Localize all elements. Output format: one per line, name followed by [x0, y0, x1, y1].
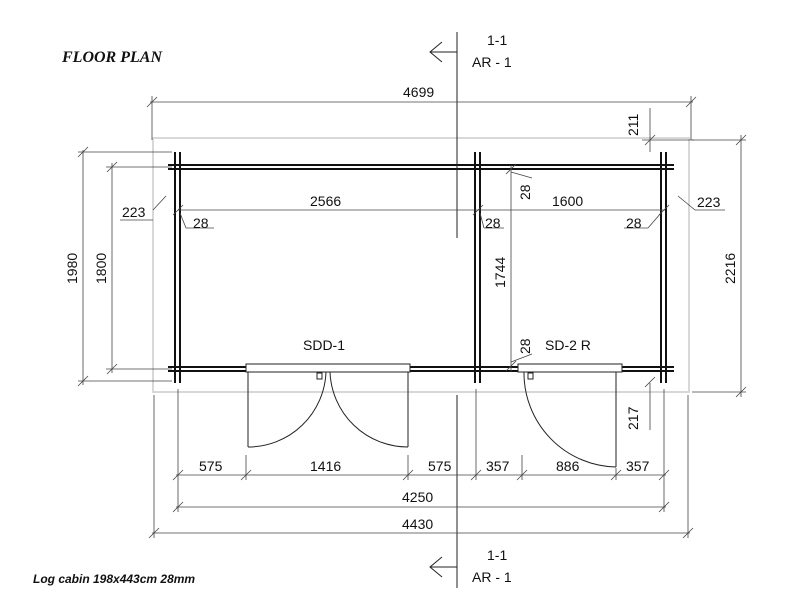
dim-outer-depth: 1980 — [64, 253, 80, 284]
dimension-lines — [77, 96, 747, 539]
dim-seg-5: 886 — [556, 458, 580, 474]
roof-outline — [152, 137, 690, 393]
dim-seg-1: 575 — [199, 458, 223, 474]
section-top-label-2: AR - 1 — [472, 54, 512, 70]
door-label-right: SD-2 R — [545, 337, 591, 353]
door-sdd-1 — [245, 363, 411, 448]
door-label-left: SDD-1 — [303, 337, 345, 353]
dim-seg-4: 357 — [486, 458, 510, 474]
dim-left-room-width: 2566 — [310, 193, 341, 209]
dim-seg-6: 357 — [626, 458, 650, 474]
dim-inner-depth: 1800 — [93, 253, 109, 284]
dim-overhang-right: 223 — [697, 194, 721, 210]
section-top-label-1: 1-1 — [487, 32, 507, 48]
dim-bottom-right-offset: 217 — [625, 406, 641, 430]
dim-top-right-offset: 211 — [625, 113, 641, 136]
walls — [168, 152, 674, 383]
dim-room-depth: 1744 — [492, 257, 508, 288]
dim-wall-mid-left: 28 — [485, 215, 501, 231]
dim-right-room-width: 1600 — [552, 193, 583, 209]
dim-wall-right: 28 — [626, 215, 642, 231]
dim-wall-mid-bottom: 28 — [517, 338, 533, 354]
dim-overall-depth: 2216 — [722, 253, 738, 284]
dim-seg-3: 575 — [428, 458, 452, 474]
dim-wall-length: 4250 — [402, 489, 433, 505]
section-bottom-label-1: 1-1 — [487, 547, 507, 563]
dim-wall-left: 28 — [193, 215, 209, 231]
dim-wall-mid-top: 28 — [517, 184, 533, 200]
drawing-title: FLOOR PLAN — [62, 49, 162, 66]
dim-overall-length: 4430 — [402, 516, 433, 532]
dim-overhang-left: 223 — [122, 204, 146, 220]
section-bottom-label-2: AR - 1 — [472, 569, 512, 585]
section-cut-line — [429, 32, 458, 588]
drawing-caption: Log cabin 198x443cm 28mm — [33, 572, 196, 586]
door-sd-2-r — [517, 363, 623, 468]
dim-seg-2: 1416 — [310, 458, 341, 474]
dim-overall-top: 4699 — [403, 84, 434, 100]
